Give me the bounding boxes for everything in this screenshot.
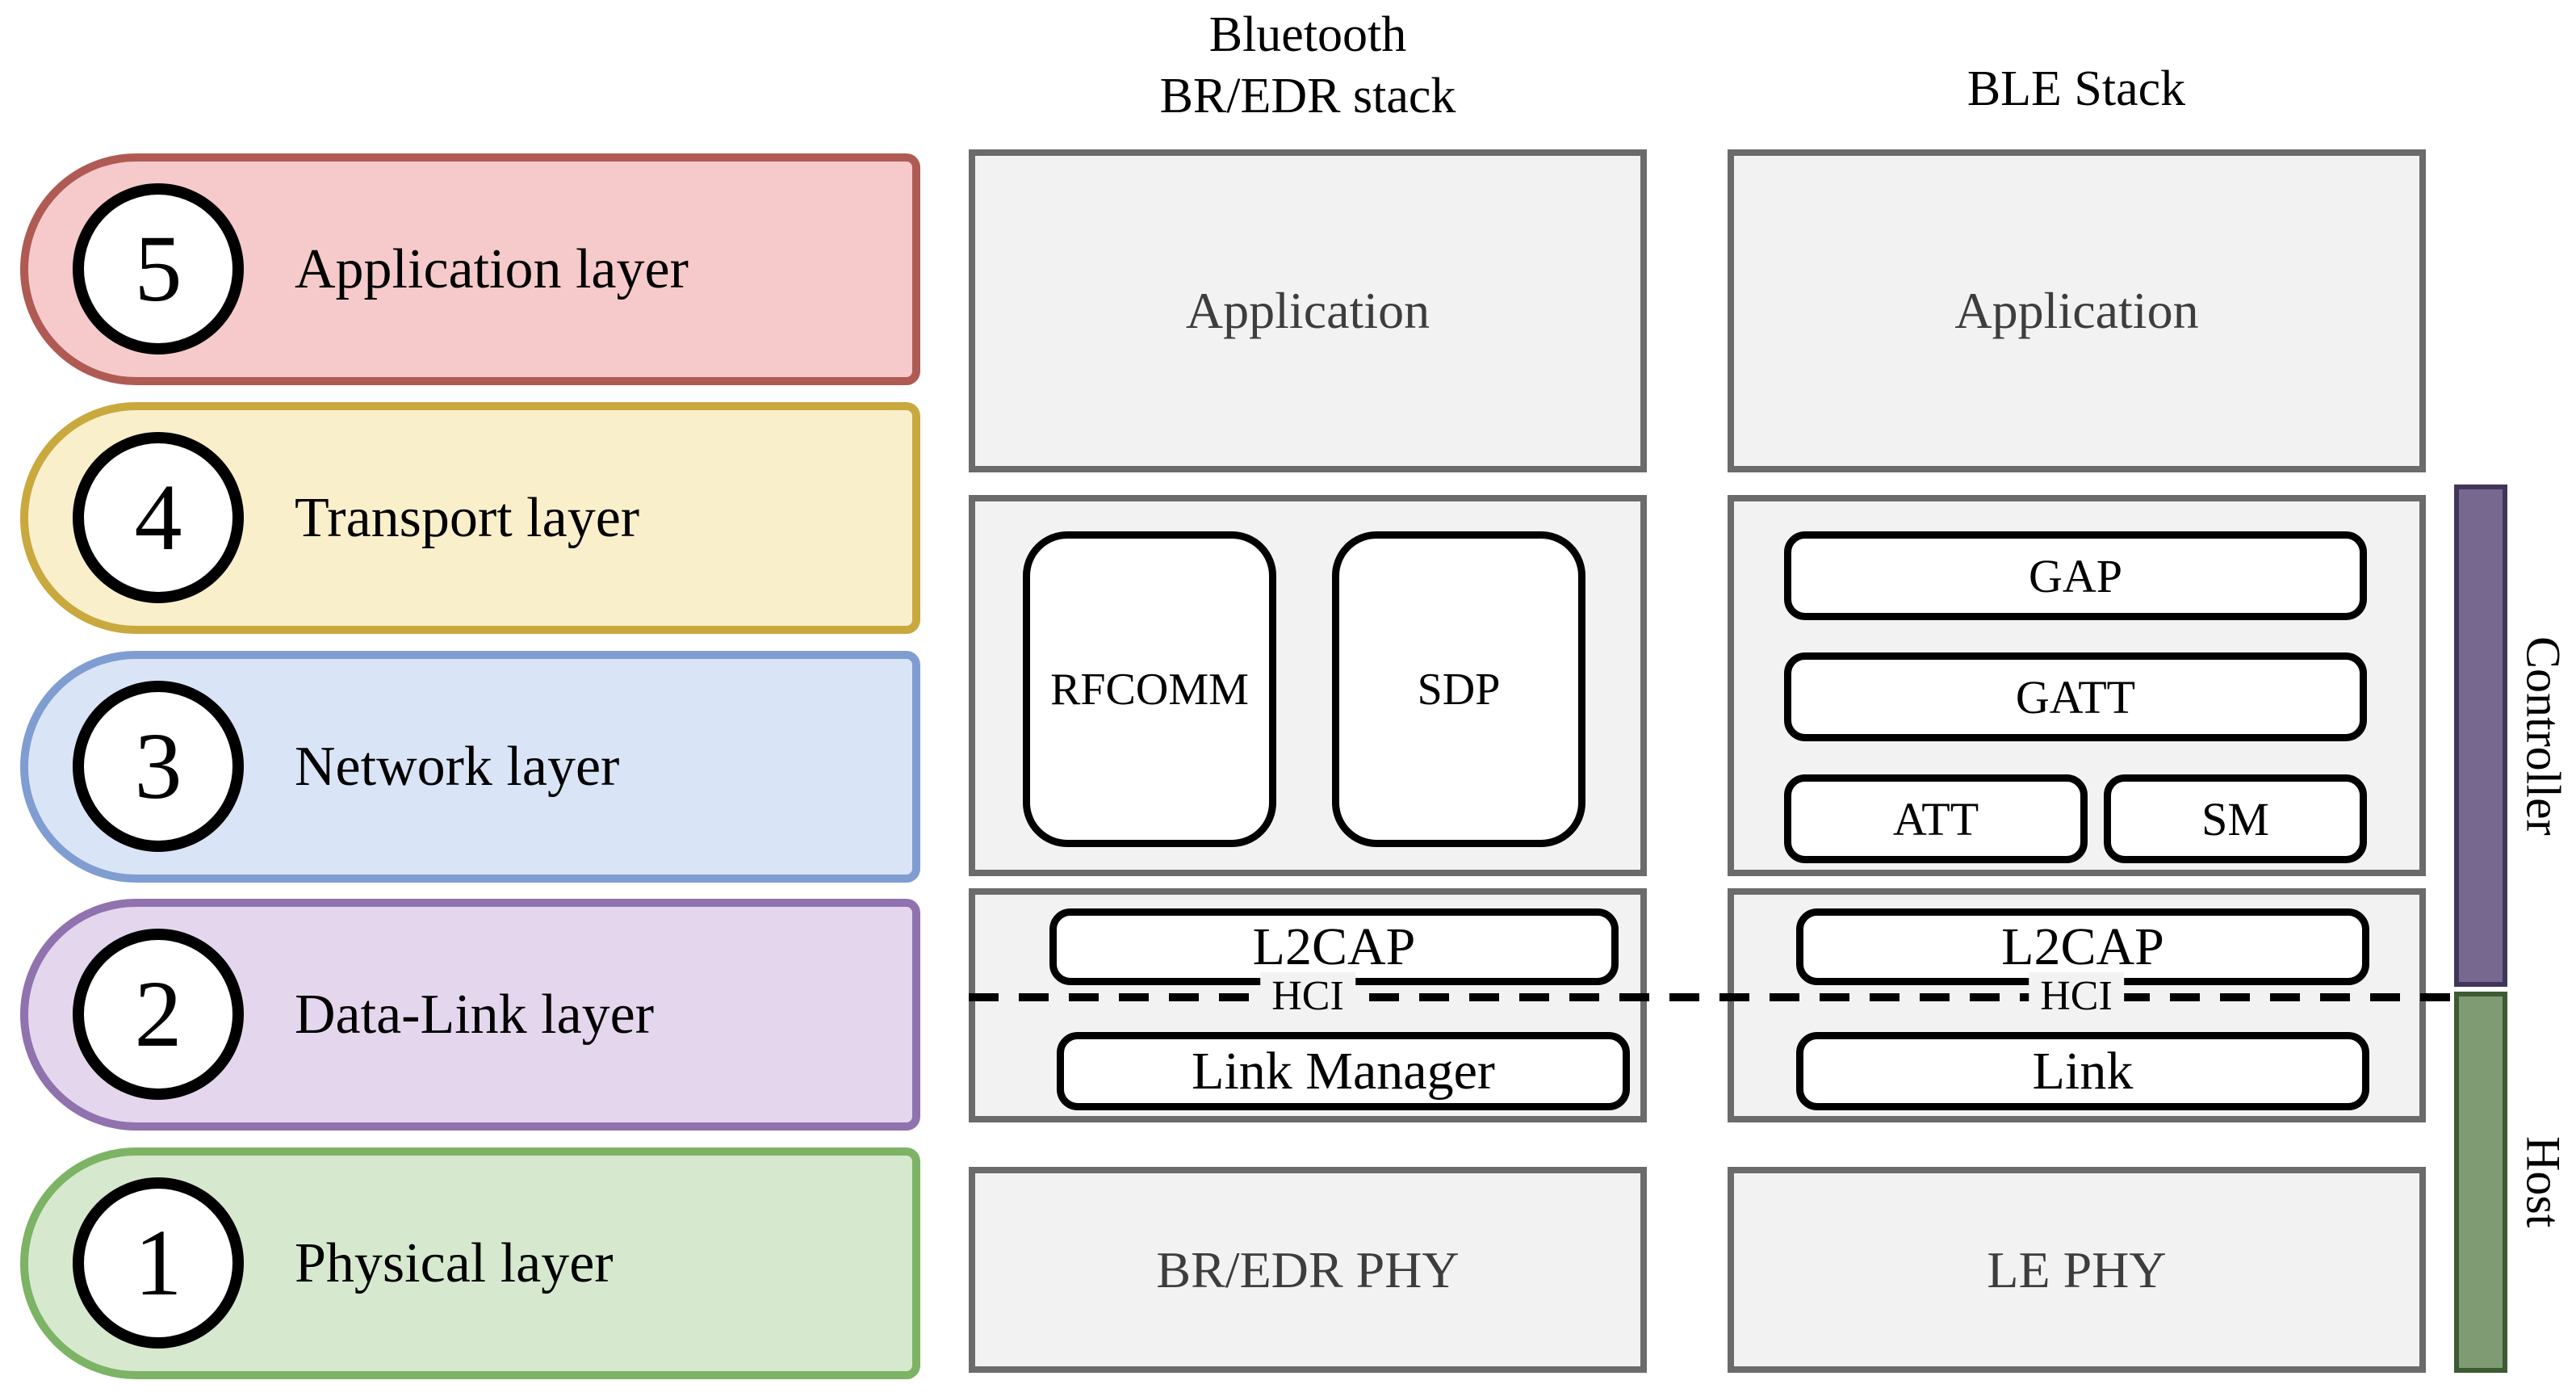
controller-bar [2454,485,2507,987]
sdp-box: SDP [1332,531,1585,847]
layer-label: Physical layer [295,1231,614,1294]
bredr-hci-label: HCI [1260,972,1355,1020]
rfcomm-box: RFCOMM [1023,531,1276,847]
bredr-title-line1: Bluetooth [1208,7,1407,62]
layer-number-badge: 2 [73,929,244,1100]
layer-label: Transport layer [295,486,640,549]
controller-bar-label: Controller [2516,636,2570,836]
bredr-title-line2: BR/EDR stack [1159,69,1456,124]
link-box: Link [1796,1032,2369,1110]
bredr-phy-section: BR/EDR PHY [969,1167,1647,1373]
sm-box: SM [2104,774,2367,863]
layer-number-badge: 4 [73,432,244,603]
ble-column-title: BLE Stack [1967,61,2186,116]
bredr-application-label: Application [1185,282,1430,339]
ble-application-label: Application [1954,282,2199,339]
layer-pill-application: 5 Application layer [20,153,920,385]
bredr-column-title: Bluetooth BR/EDR stack [977,4,1639,127]
layer-number: 3 [134,713,182,819]
ble-phy-section: LE PHY [1728,1167,2426,1373]
host-bar-label: Host [2516,1136,2570,1228]
layer-label: Application layer [295,237,689,300]
layer-number: 1 [134,1210,182,1315]
ble-application-section: Application [1728,149,2426,472]
layer-pill-network: 3 Network layer [20,651,920,883]
layer-number: 5 [134,216,182,321]
layer-number-badge: 5 [73,183,244,354]
host-bar [2454,992,2507,1373]
link-manager-box: Link Manager [1057,1032,1630,1110]
layer-label: Network layer [295,735,620,798]
bredr-link-section: L2CAP Link Manager [969,888,1647,1122]
layer-number: 4 [134,464,182,570]
layer-pill-datalink: 2 Data-Link layer [20,899,920,1131]
bredr-protocols-section: RFCOMM SDP [969,495,1647,876]
gatt-box: GATT [1784,652,2367,741]
layer-number: 2 [134,961,182,1067]
att-box: ATT [1784,774,2088,863]
bredr-application-section: Application [969,149,1647,472]
ble-link-section: L2CAP Link [1728,888,2426,1122]
layer-pill-physical: 1 Physical layer [20,1147,920,1379]
ble-protocols-section: GAP GATT ATT SM [1728,495,2426,876]
layer-pill-transport: 4 Transport layer [20,402,920,634]
hci-dashed-line [969,993,2454,1001]
layer-number-badge: 3 [73,681,244,852]
layer-number-badge: 1 [73,1177,244,1349]
bredr-phy-label: BR/EDR PHY [1156,1240,1460,1298]
ble-phy-label: LE PHY [1987,1240,2167,1298]
layer-label: Data-Link layer [295,983,655,1046]
ble-hci-label: HCI [2029,972,2124,1020]
gap-box: GAP [1784,531,2367,620]
